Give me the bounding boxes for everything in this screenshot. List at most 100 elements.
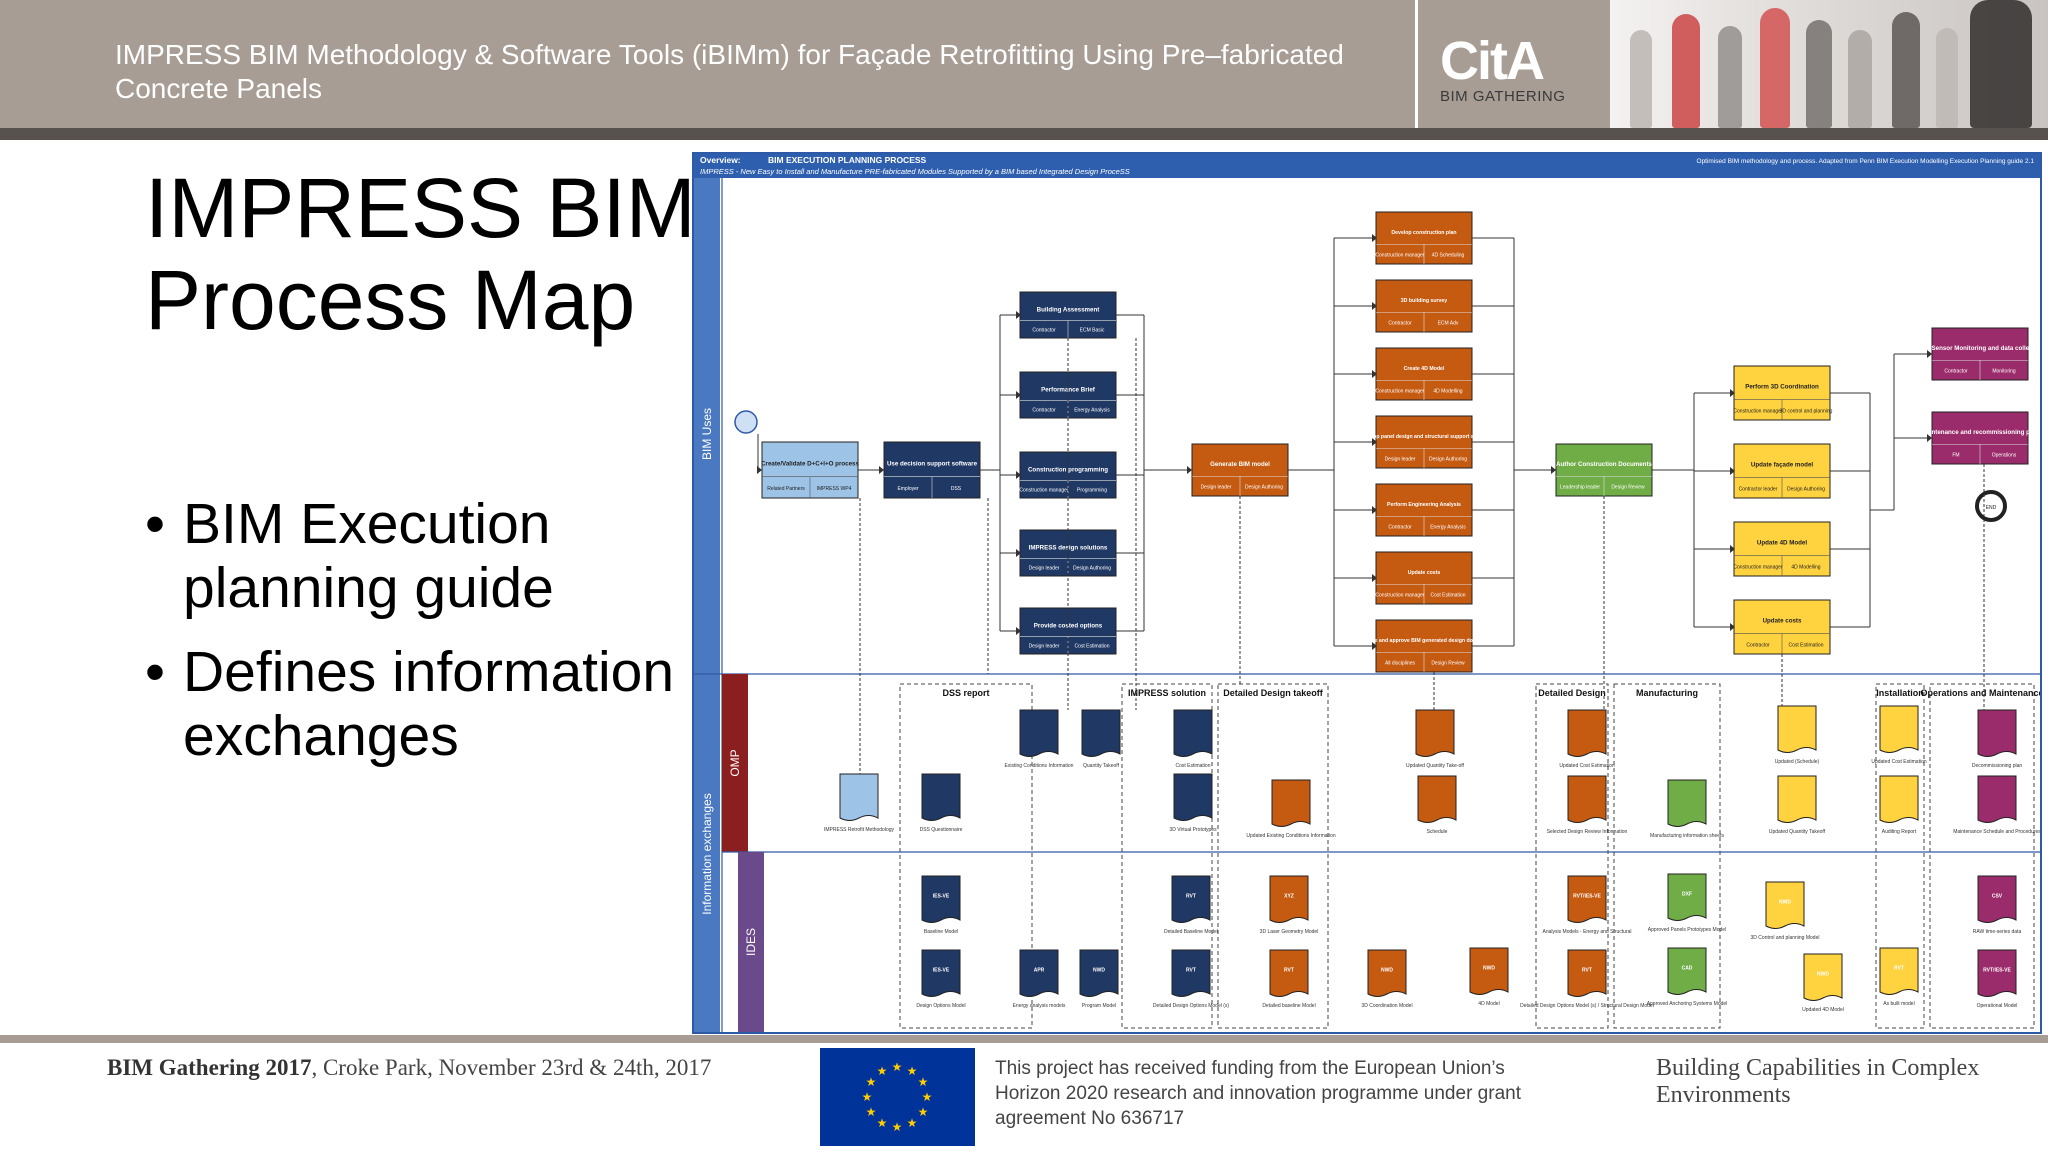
- task-title: IMPRESS design solutions: [1029, 544, 1108, 551]
- document-tag: DXF: [1682, 892, 1692, 898]
- document-label: Schedule: [1427, 829, 1448, 835]
- document-shape: [1977, 775, 2017, 823]
- document-label: Quantity Takeoff: [1083, 763, 1120, 769]
- document-shape: [1367, 949, 1407, 997]
- document-label: Detailed Design Options Model (s) / Stru…: [1520, 1003, 1654, 1009]
- document-shape: [1269, 875, 1309, 923]
- arrow-head: [1372, 506, 1377, 514]
- document-label: 3D Coordination Model: [1361, 1003, 1412, 1009]
- document-shape: [1667, 779, 1707, 827]
- task-role: Contractor: [1388, 525, 1412, 531]
- document-label: Updated Quantity Take-off: [1406, 763, 1465, 769]
- task-role: Construction manager: [1375, 593, 1425, 599]
- document-tag: IES-VE: [933, 894, 950, 900]
- document-shape: [839, 773, 879, 821]
- task-tool: IMPRESS WP4: [817, 486, 852, 492]
- document-shape: [1777, 775, 1817, 823]
- document-shape: [1271, 779, 1311, 827]
- diagram-header-bg: [694, 154, 2040, 178]
- header-separator: [1415, 0, 1418, 128]
- task-role: Contractor: [1388, 321, 1412, 327]
- orange-task-box: Complete and approve BIM generated desig…: [1354, 619, 1494, 673]
- document-label: Analysis Models - Energy and Structural: [1543, 929, 1632, 935]
- omp-document: Updated (Schedule): [1775, 705, 1820, 765]
- task-title: Update costs: [1763, 618, 1802, 625]
- exchange-group-title: DSS report: [942, 688, 989, 698]
- document-label: Manufacturing information sheets: [1650, 833, 1724, 839]
- task-role: Contractor: [1032, 328, 1056, 334]
- document-tag: CSV: [1992, 894, 2003, 900]
- eu-star: ★: [866, 1105, 877, 1119]
- exchange-group-box: [1217, 683, 1329, 1029]
- document-label: Updated Cost Estimation: [1871, 759, 1927, 765]
- document-shape: [1879, 775, 1919, 823]
- omp-document: Updated Quantity Take-off: [1406, 709, 1465, 769]
- task-role: Contractor: [1944, 369, 1968, 375]
- exchange-group-box: [1535, 683, 1609, 1029]
- task-tool: ECM Adv: [1438, 321, 1459, 327]
- document-label: 3D Laser Geometry Model: [1260, 929, 1319, 935]
- omp-document: Updated Existing Conditions Information: [1246, 779, 1336, 839]
- document-tag: RVT/IES-VE: [1573, 894, 1601, 900]
- arrow-head: [1187, 466, 1192, 474]
- task-title: Author Construction Documents: [1556, 461, 1652, 468]
- document-shape: [1765, 881, 1805, 929]
- document-tag: XYZ: [1284, 894, 1294, 900]
- ides-document: RVT Detailed Baseline Model: [1164, 875, 1218, 935]
- task-title: BMS Sensor Monitoring and data collectio…: [1916, 345, 2040, 352]
- exchange-group-box: [1929, 683, 2035, 1029]
- task-title: Create/Validate D+C+I+O process: [761, 461, 859, 468]
- orange-task-box: Develop panel design and structural supp…: [1359, 415, 1489, 469]
- task-title: Update costs: [1408, 570, 1441, 576]
- document-shape: [1567, 949, 1607, 997]
- task-role: Design leader: [1385, 457, 1416, 463]
- green-task-box: Author Construction DocumentsLeadership …: [1555, 443, 1653, 497]
- omp-document: DSS Questionnaire: [920, 773, 963, 833]
- omp-document: Maintenance Schedule and Procedures: [1953, 775, 2040, 835]
- document-label: Energy analysis models: [1013, 1003, 1066, 1009]
- eu-flag: ★★★★★★★★★★★★: [820, 1048, 975, 1146]
- document-shape: [1171, 949, 1211, 997]
- cita-logo: CitA BIM GATHERING: [1440, 34, 1565, 106]
- arrow-head: [1730, 389, 1735, 397]
- eu-star: ★: [866, 1075, 877, 1089]
- footer-rule: [0, 1035, 2048, 1043]
- arrow-head: [1372, 438, 1377, 446]
- exchange-group-box: [899, 683, 1033, 1029]
- arrow-head: [1730, 545, 1735, 553]
- arrow-head: [1016, 471, 1021, 479]
- task-role: Contractor: [1032, 408, 1056, 414]
- lane-ides: IDES: [744, 928, 758, 956]
- task-title: Complete and approve BIM generated desig…: [1354, 638, 1494, 644]
- document-label: Baseline Model: [924, 929, 958, 935]
- task-tool: Cost Estimation: [1074, 644, 1109, 650]
- arrow-head: [1730, 623, 1735, 631]
- task-role: Employer: [897, 486, 918, 492]
- funding-statement: This project has received funding from t…: [995, 1058, 1521, 1129]
- document-tag: RVT: [1186, 894, 1196, 900]
- document-label: Program Model: [1082, 1003, 1116, 1009]
- task-tool: Cost Estimation: [1788, 642, 1823, 648]
- tagline: Building Capabilities in Complex Environ…: [1656, 1055, 1980, 1108]
- eu-star: ★: [907, 1064, 918, 1078]
- eu-star: ★: [918, 1075, 929, 1089]
- arrow-head: [1372, 642, 1377, 650]
- process-map-svg: Overview:BIM EXECUTION PLANNING PROCESSI…: [694, 154, 2040, 1032]
- ides-document: IES-VE Baseline Model: [921, 875, 961, 935]
- exchange-group-title: Manufacturing: [1636, 688, 1698, 698]
- omp-document: Cost Estimation: [1173, 709, 1213, 769]
- arrow-head: [1016, 627, 1021, 635]
- omp-document: 3D Virtual Prototypes: [1169, 773, 1217, 833]
- task-title: Create 4D Model: [1404, 366, 1445, 372]
- document-label: Detailed Baseline Model: [1164, 929, 1218, 935]
- document-label: 3D Virtual Prototypes: [1169, 827, 1217, 833]
